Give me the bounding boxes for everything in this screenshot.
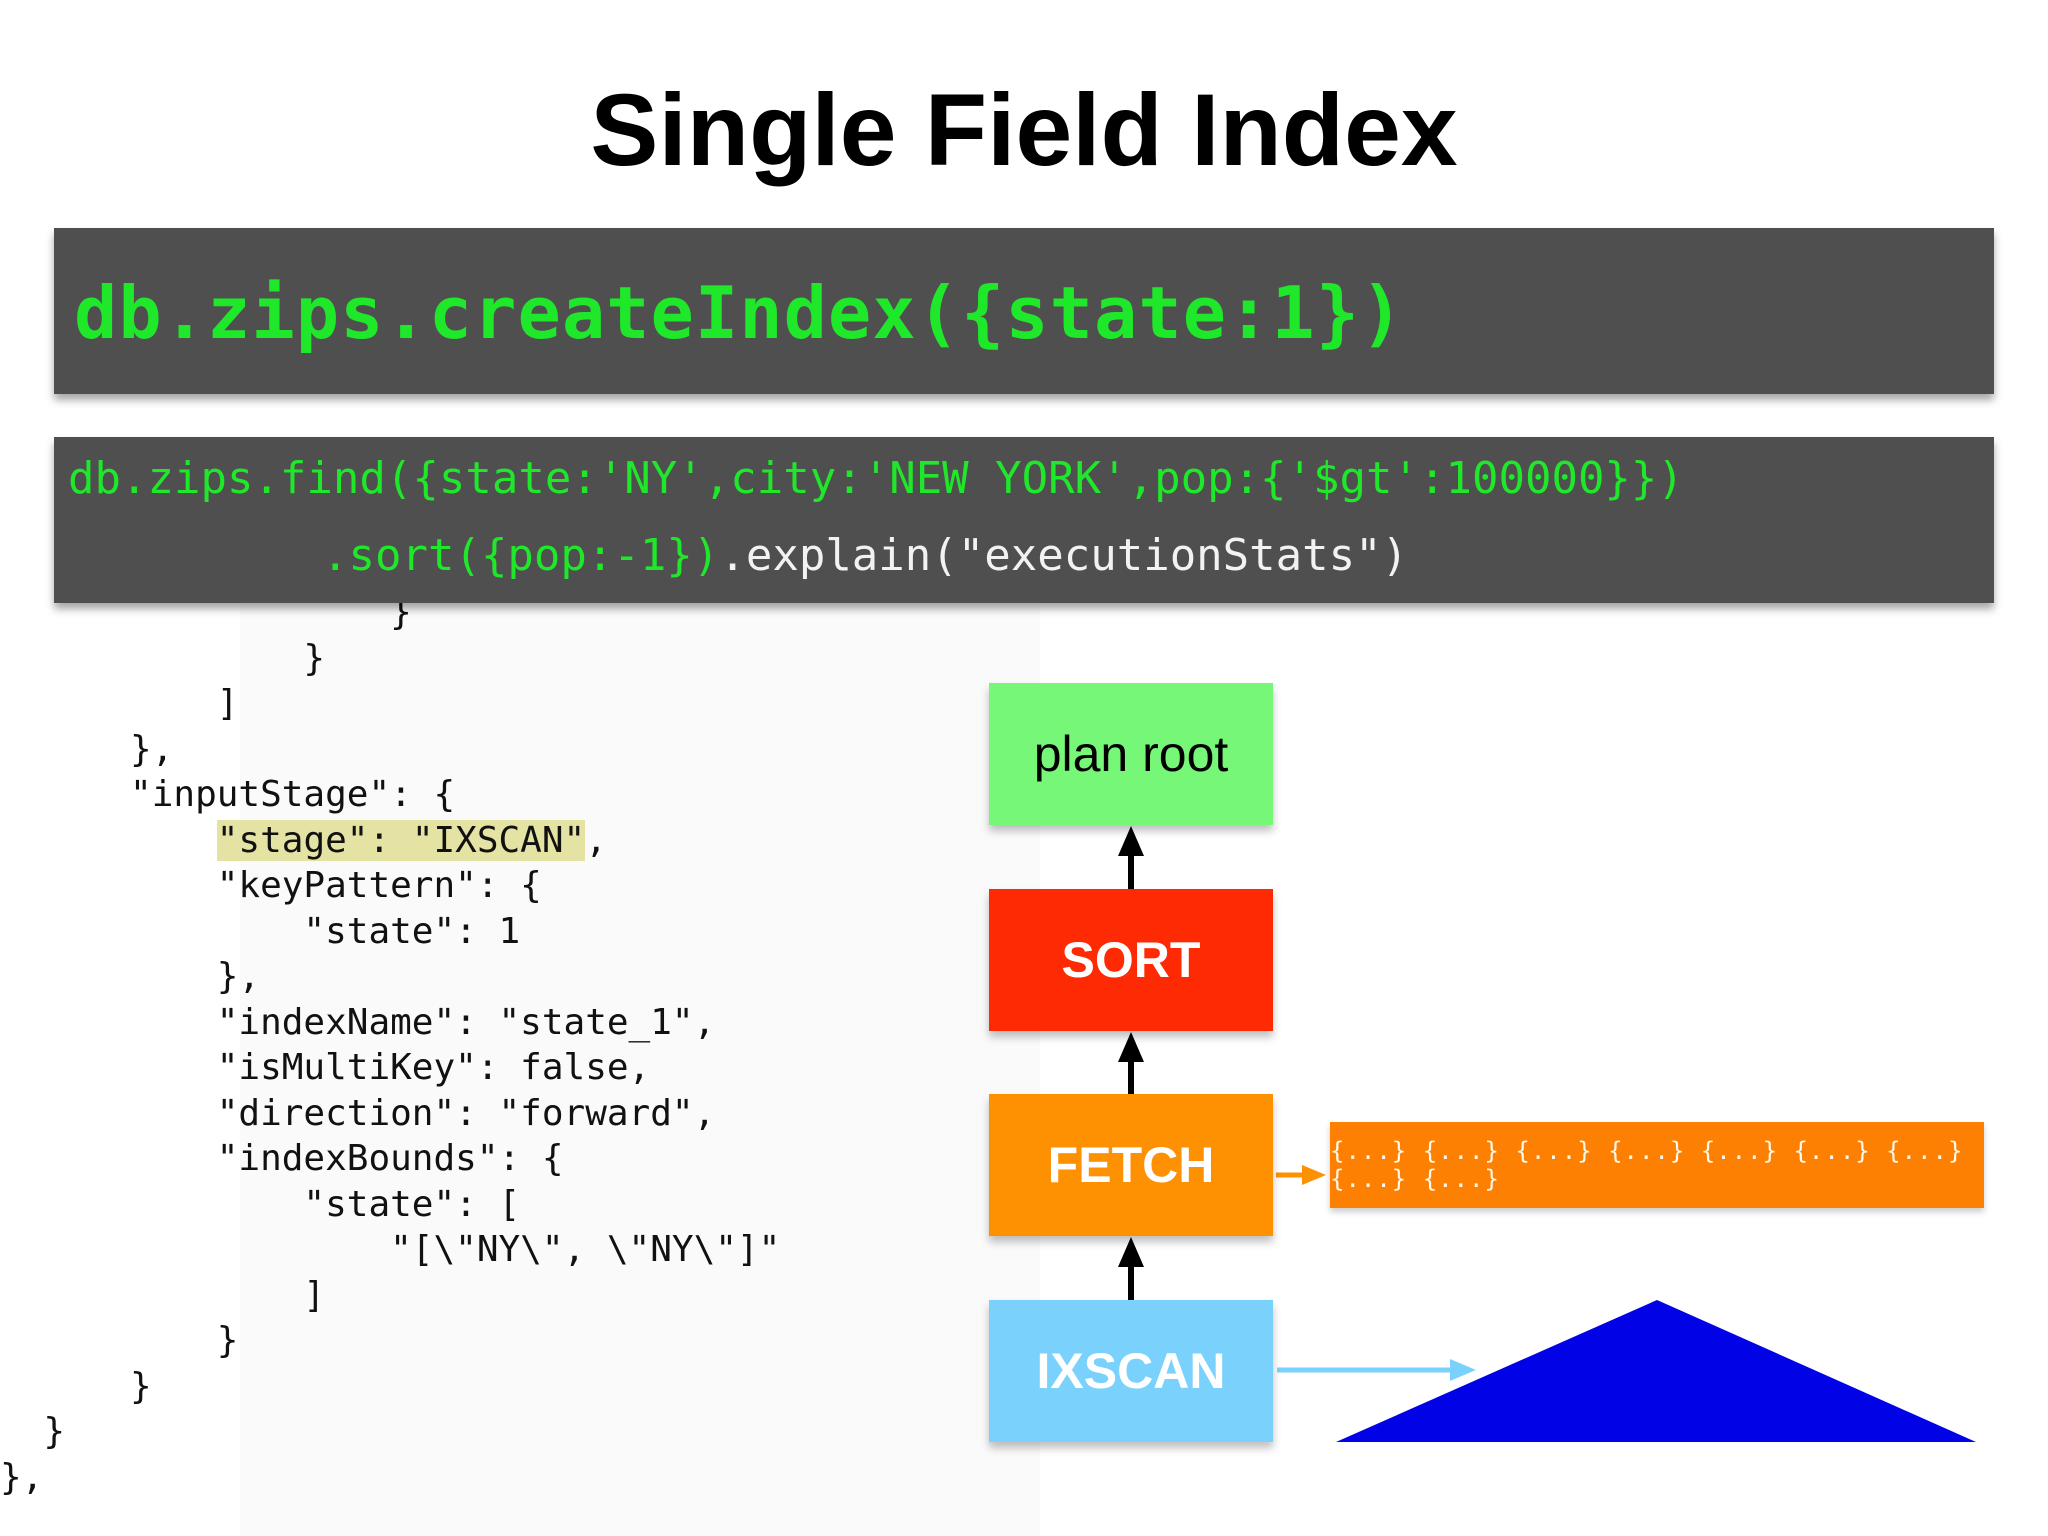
query-line-2: .sort({pop:-1}).explain("executionStats"…	[322, 528, 1408, 584]
index-tree-triangle	[1336, 1300, 1976, 1442]
create-index-code-bar: db.zips.createIndex({state:1})	[54, 228, 1994, 394]
create-index-command: db.zips.createIndex({state:1})	[74, 271, 1405, 355]
arrow-fetch-to-sort	[1118, 1032, 1144, 1094]
arrow-ixscan-to-fetch	[1118, 1237, 1144, 1300]
json-lines-after: , "keyPattern": { "state": 1 }, "indexNa…	[0, 819, 781, 1498]
arrow-sort-to-root	[1118, 826, 1144, 889]
fetched-documents-bar: {...} {...} {...} {...} {...} {...} {...…	[1330, 1122, 1984, 1208]
query-explain-call: .explain("executionStats")	[719, 530, 1409, 581]
plan-root-node: plan root	[989, 683, 1273, 825]
fetch-stage-node: FETCH	[989, 1094, 1273, 1236]
query-code-bar: db.zips.find({state:'NY',city:'NEW YORK'…	[54, 437, 1994, 603]
query-line-1: db.zips.find({state:'NY',city:'NEW YORK'…	[68, 453, 1684, 504]
highlighted-stage-line: "stage": "IXSCAN"	[216, 819, 586, 861]
slide-title: Single Field Index	[590, 73, 1458, 187]
sort-stage-node: SORT	[989, 889, 1273, 1031]
arrow-ixscan-to-index	[1277, 1359, 1476, 1381]
ixscan-stage-node: IXSCAN	[989, 1300, 1273, 1442]
arrow-fetch-to-documents	[1276, 1165, 1326, 1185]
explain-output-panel	[240, 600, 1040, 1536]
query-sort-call: .sort({pop:-1})	[322, 530, 720, 581]
